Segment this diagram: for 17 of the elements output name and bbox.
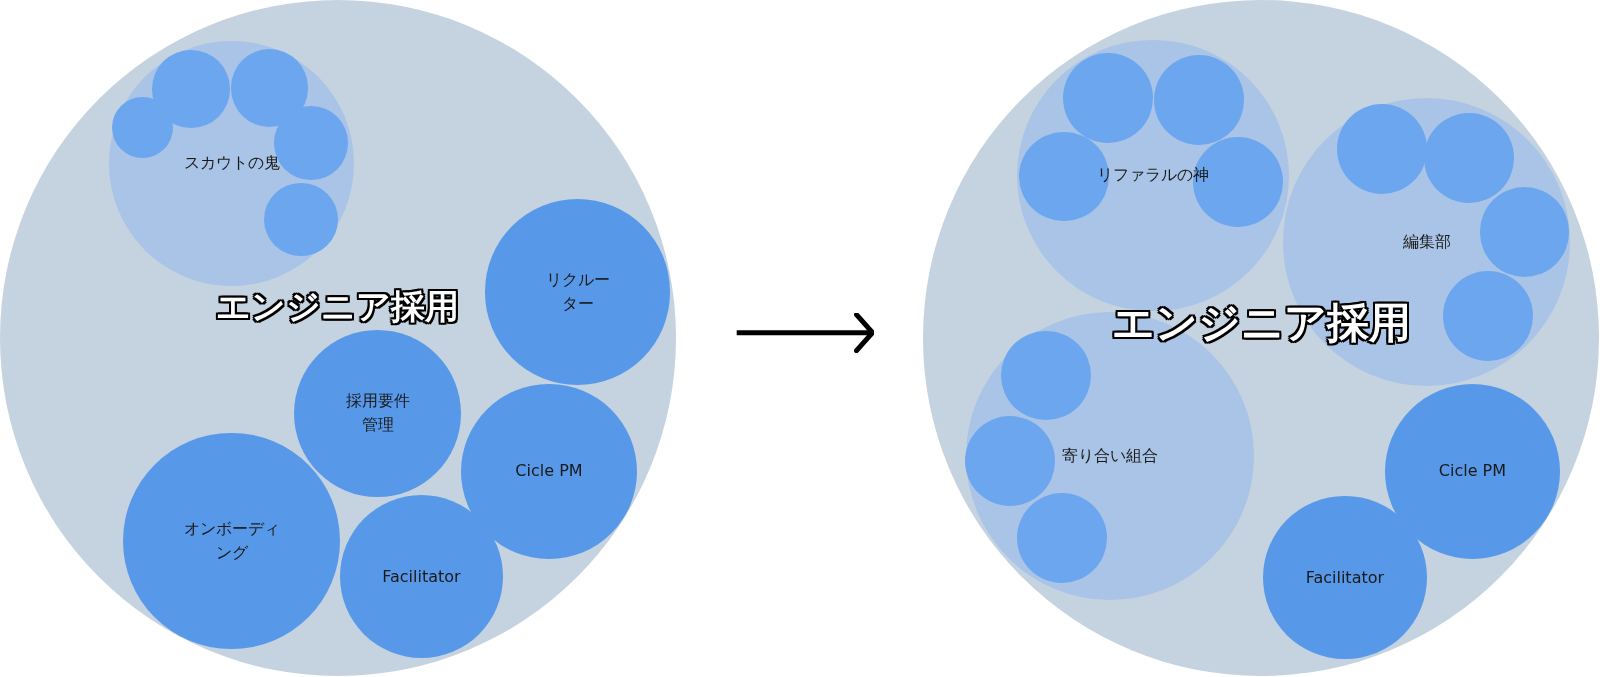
member-circle xyxy=(965,416,1056,507)
circle-group xyxy=(923,0,1599,676)
circle-label: オンボーディング xyxy=(182,517,281,564)
arrow xyxy=(736,312,875,354)
circle-label: スカウトの鬼 xyxy=(183,152,280,175)
circle-label: 採用要件管理 xyxy=(344,390,411,437)
circle-label: Cicle PM xyxy=(1438,460,1507,483)
circle-label: リクルーター xyxy=(544,268,611,315)
circle-label: Facilitator xyxy=(382,565,461,588)
circle-group xyxy=(0,0,676,676)
circle-label: Cicle PM xyxy=(515,460,583,483)
circle-title: エンジニア採用 xyxy=(1111,296,1411,349)
circle-label: リファラルの神 xyxy=(1097,164,1210,187)
circle-label: Facilitator xyxy=(1305,566,1385,589)
circle-label: 寄り合い組合 xyxy=(1062,445,1159,468)
circle-title: エンジニア採用 xyxy=(216,289,460,324)
circle-label: 編集部 xyxy=(1402,230,1451,253)
